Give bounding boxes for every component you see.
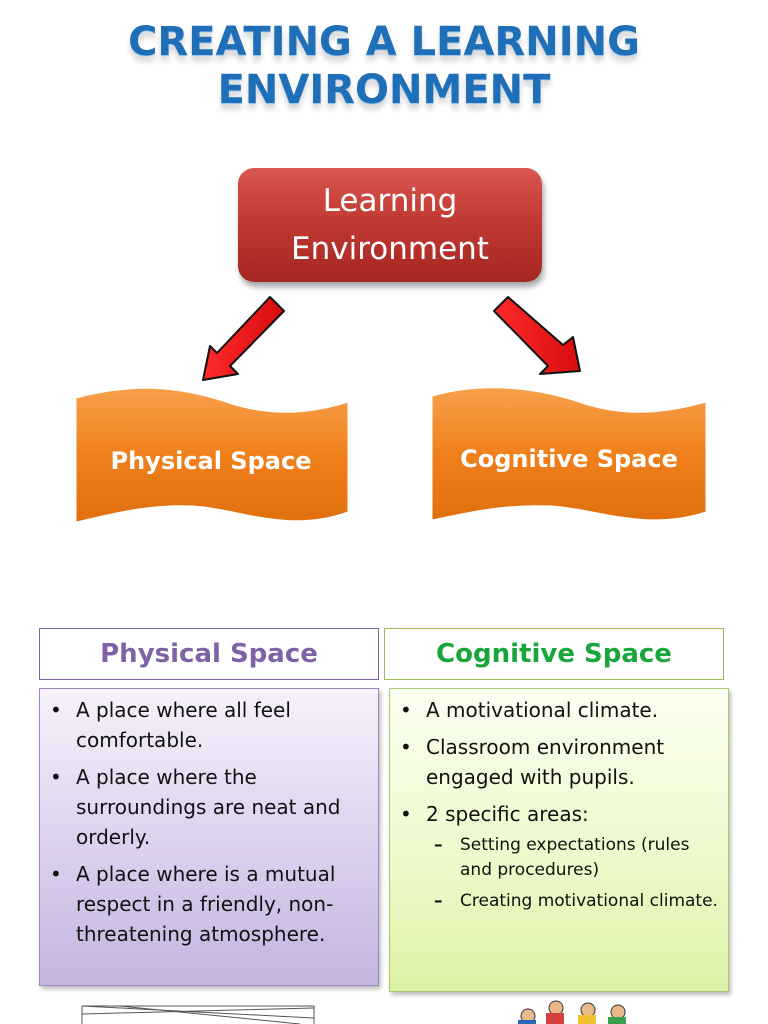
arrow-right-icon: [493, 296, 581, 375]
root-node-learning-environment: Learning Environment: [238, 168, 542, 282]
children-clipart-icon: [518, 1000, 626, 1024]
node-cognitive-space-shape: [431, 387, 707, 521]
connector-arrows: [202, 296, 581, 381]
cognitive-space-panel: A motivational climate. Classroom enviro…: [389, 688, 729, 992]
list-item: A place where the surroundings are neat …: [44, 762, 368, 852]
bottom-illustrations: [81, 1000, 626, 1024]
root-node-line-2: Environment: [291, 231, 489, 267]
list-item: Classroom environment engaged with pupil…: [394, 732, 718, 792]
classroom-sketch-icon: [81, 1005, 315, 1024]
physical-space-heading: Physical Space: [39, 628, 379, 680]
physical-space-list: A place where all feel comfortable. A pl…: [44, 695, 368, 949]
title-line-1: CREATING A LEARNING: [128, 19, 640, 65]
list-item-text: 2 specific areas:: [426, 802, 589, 826]
page-title: CREATING A LEARNING ENVIRONMENT: [0, 18, 768, 114]
root-node-line-1: Learning: [322, 183, 458, 219]
sub-list-item: Setting expectations (rules and procedur…: [426, 833, 718, 883]
list-item: A place where all feel comfortable.: [44, 695, 368, 755]
list-item: A motivational climate.: [394, 695, 718, 725]
list-item: A place where is a mutual respect in a f…: [44, 859, 368, 949]
specific-areas-list: Setting expectations (rules and procedur…: [426, 833, 718, 914]
sub-list-item: Creating motivational climate.: [426, 889, 718, 914]
list-item: 2 specific areas: Setting expectations (…: [394, 799, 718, 914]
title-line-2: ENVIRONMENT: [217, 67, 551, 113]
physical-space-panel: A place where all feel comfortable. A pl…: [39, 688, 379, 986]
node-cognitive-space-label: Cognitive Space: [460, 445, 678, 473]
cognitive-space-list: A motivational climate. Classroom enviro…: [394, 695, 718, 914]
cognitive-space-heading: Cognitive Space: [384, 628, 724, 680]
node-physical-space-shape: [75, 387, 349, 523]
node-physical-space-label: Physical Space: [110, 447, 312, 475]
arrow-left-icon: [202, 296, 285, 381]
